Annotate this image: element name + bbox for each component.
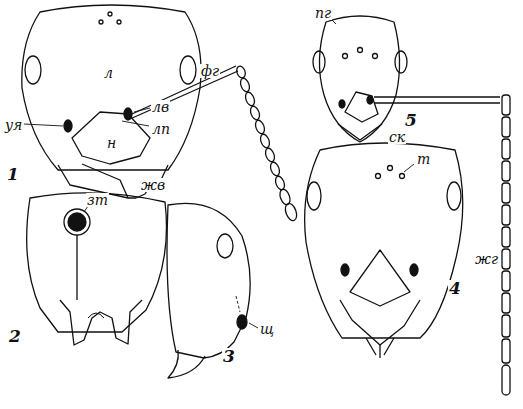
part-label: уя: [4, 118, 23, 132]
part-label: т: [416, 152, 431, 166]
part-label: щ: [259, 322, 275, 336]
figure-number: 4: [448, 280, 462, 297]
part-label: зт: [86, 193, 109, 207]
part-label: лв: [151, 100, 170, 114]
part-label: пг: [314, 6, 332, 20]
part-label: лп: [151, 122, 171, 136]
part-label: л: [103, 66, 114, 80]
part-label: н: [106, 136, 117, 150]
part-label: жг: [474, 252, 499, 266]
figure-number: 5: [404, 112, 418, 129]
figure-number: 1: [6, 166, 20, 183]
part-label: жв: [140, 178, 166, 192]
figure-number: 2: [8, 328, 22, 345]
part-label: фг: [200, 64, 220, 78]
figure-number: 3: [222, 348, 236, 365]
part-label: ск: [388, 130, 406, 144]
